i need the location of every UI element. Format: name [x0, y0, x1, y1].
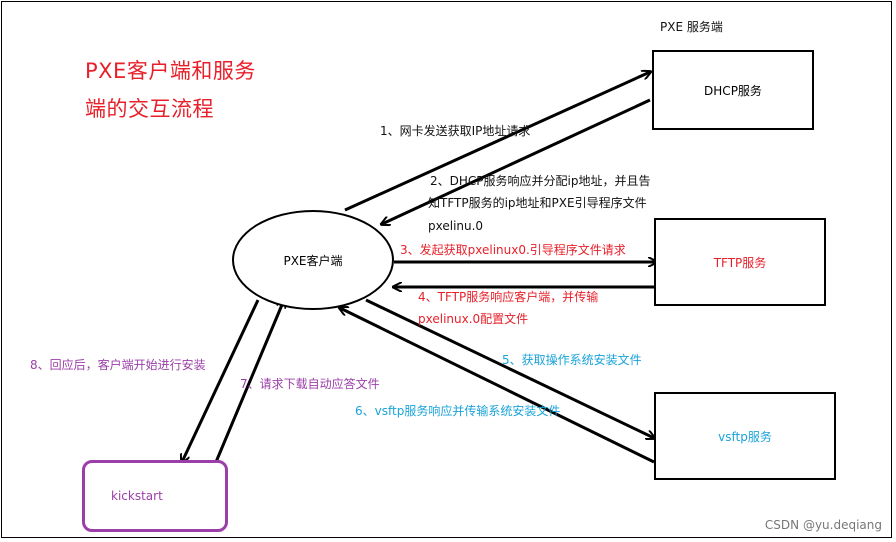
server-label: PXE 服务端	[660, 20, 723, 34]
step-6-label: 6、vsftp服务响应并传输系统安装文件	[355, 404, 561, 418]
vsftp-node-label: vsftp服务	[718, 429, 772, 444]
tftp-node-label: TFTP服务	[713, 255, 767, 270]
step-5-label: 5、获取操作系统安装文件	[502, 353, 642, 367]
client-node: PXE客户端	[232, 210, 394, 310]
step-8-label: 8、回应后，客户端开始进行安装	[30, 358, 206, 372]
diagram-title-line1: PXE客户端和服务	[85, 59, 256, 83]
watermark: CSDN @yu.deqiang	[764, 518, 882, 532]
step-1-label: 1、网卡发送获取IP地址请求	[380, 124, 531, 138]
arrow-dhcp-to-client	[382, 98, 651, 224]
kickstart-node-label: kickstart	[111, 489, 163, 503]
step-7-label: 7、请求下载自动应答文件	[240, 377, 380, 391]
vsftp-node: vsftp服务	[654, 392, 836, 480]
diagram-title-line2: 端的交互流程	[85, 97, 214, 121]
client-node-label: PXE客户端	[283, 253, 343, 268]
dhcp-node: DHCP服务	[652, 50, 814, 130]
arrow-client-to-dhcp	[344, 72, 650, 212]
arrow-client-to-vsftp	[365, 298, 654, 438]
arrow-vsftp-to-client	[340, 308, 655, 464]
tftp-node: TFTP服务	[654, 218, 826, 306]
arrow-client-to-kickstart	[182, 299, 260, 462]
step-4-label-line1: 4、TFTP服务响应客户端，并传输	[418, 290, 599, 304]
dhcp-node-label: DHCP服务	[704, 83, 762, 98]
arrow-kickstart-to-client	[214, 300, 284, 463]
kickstart-node: kickstart	[82, 460, 228, 532]
step-2-label-line1: 2、DHCP服务响应并分配ip地址，并且告	[430, 174, 651, 188]
step-2-label-line2: 知TFTP服务的ip地址和PXE引导程序文件	[428, 196, 647, 210]
step-4-label-line2: pxelinux.0配置文件	[418, 312, 529, 326]
step-2-label-line3: pxelinu.0	[428, 219, 484, 233]
step-3-label: 3、发起获取pxelinux0.引导程序文件请求	[400, 243, 626, 257]
